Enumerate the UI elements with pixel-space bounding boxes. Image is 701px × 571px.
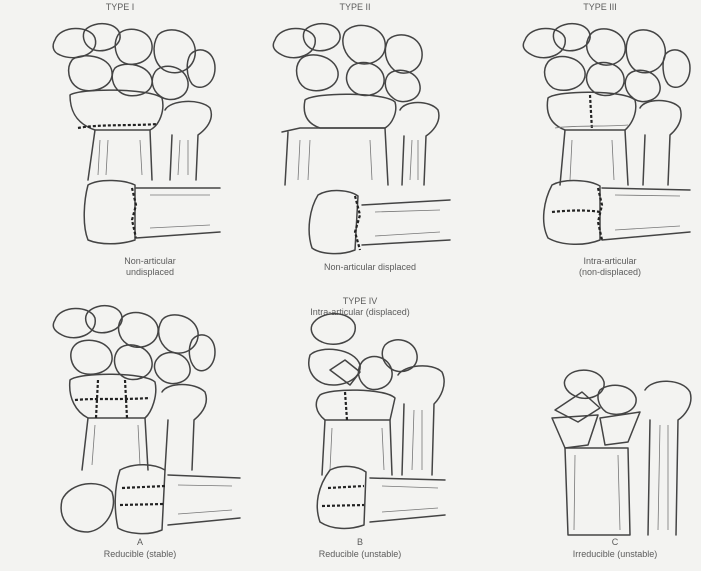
type-1-illustration bbox=[53, 24, 220, 244]
type-2-illustration bbox=[273, 24, 450, 254]
type-3-illustration bbox=[523, 24, 690, 245]
type-4b-illustration bbox=[309, 314, 445, 529]
type-4a-illustration bbox=[53, 306, 240, 534]
type-4c-illustration bbox=[552, 370, 691, 535]
